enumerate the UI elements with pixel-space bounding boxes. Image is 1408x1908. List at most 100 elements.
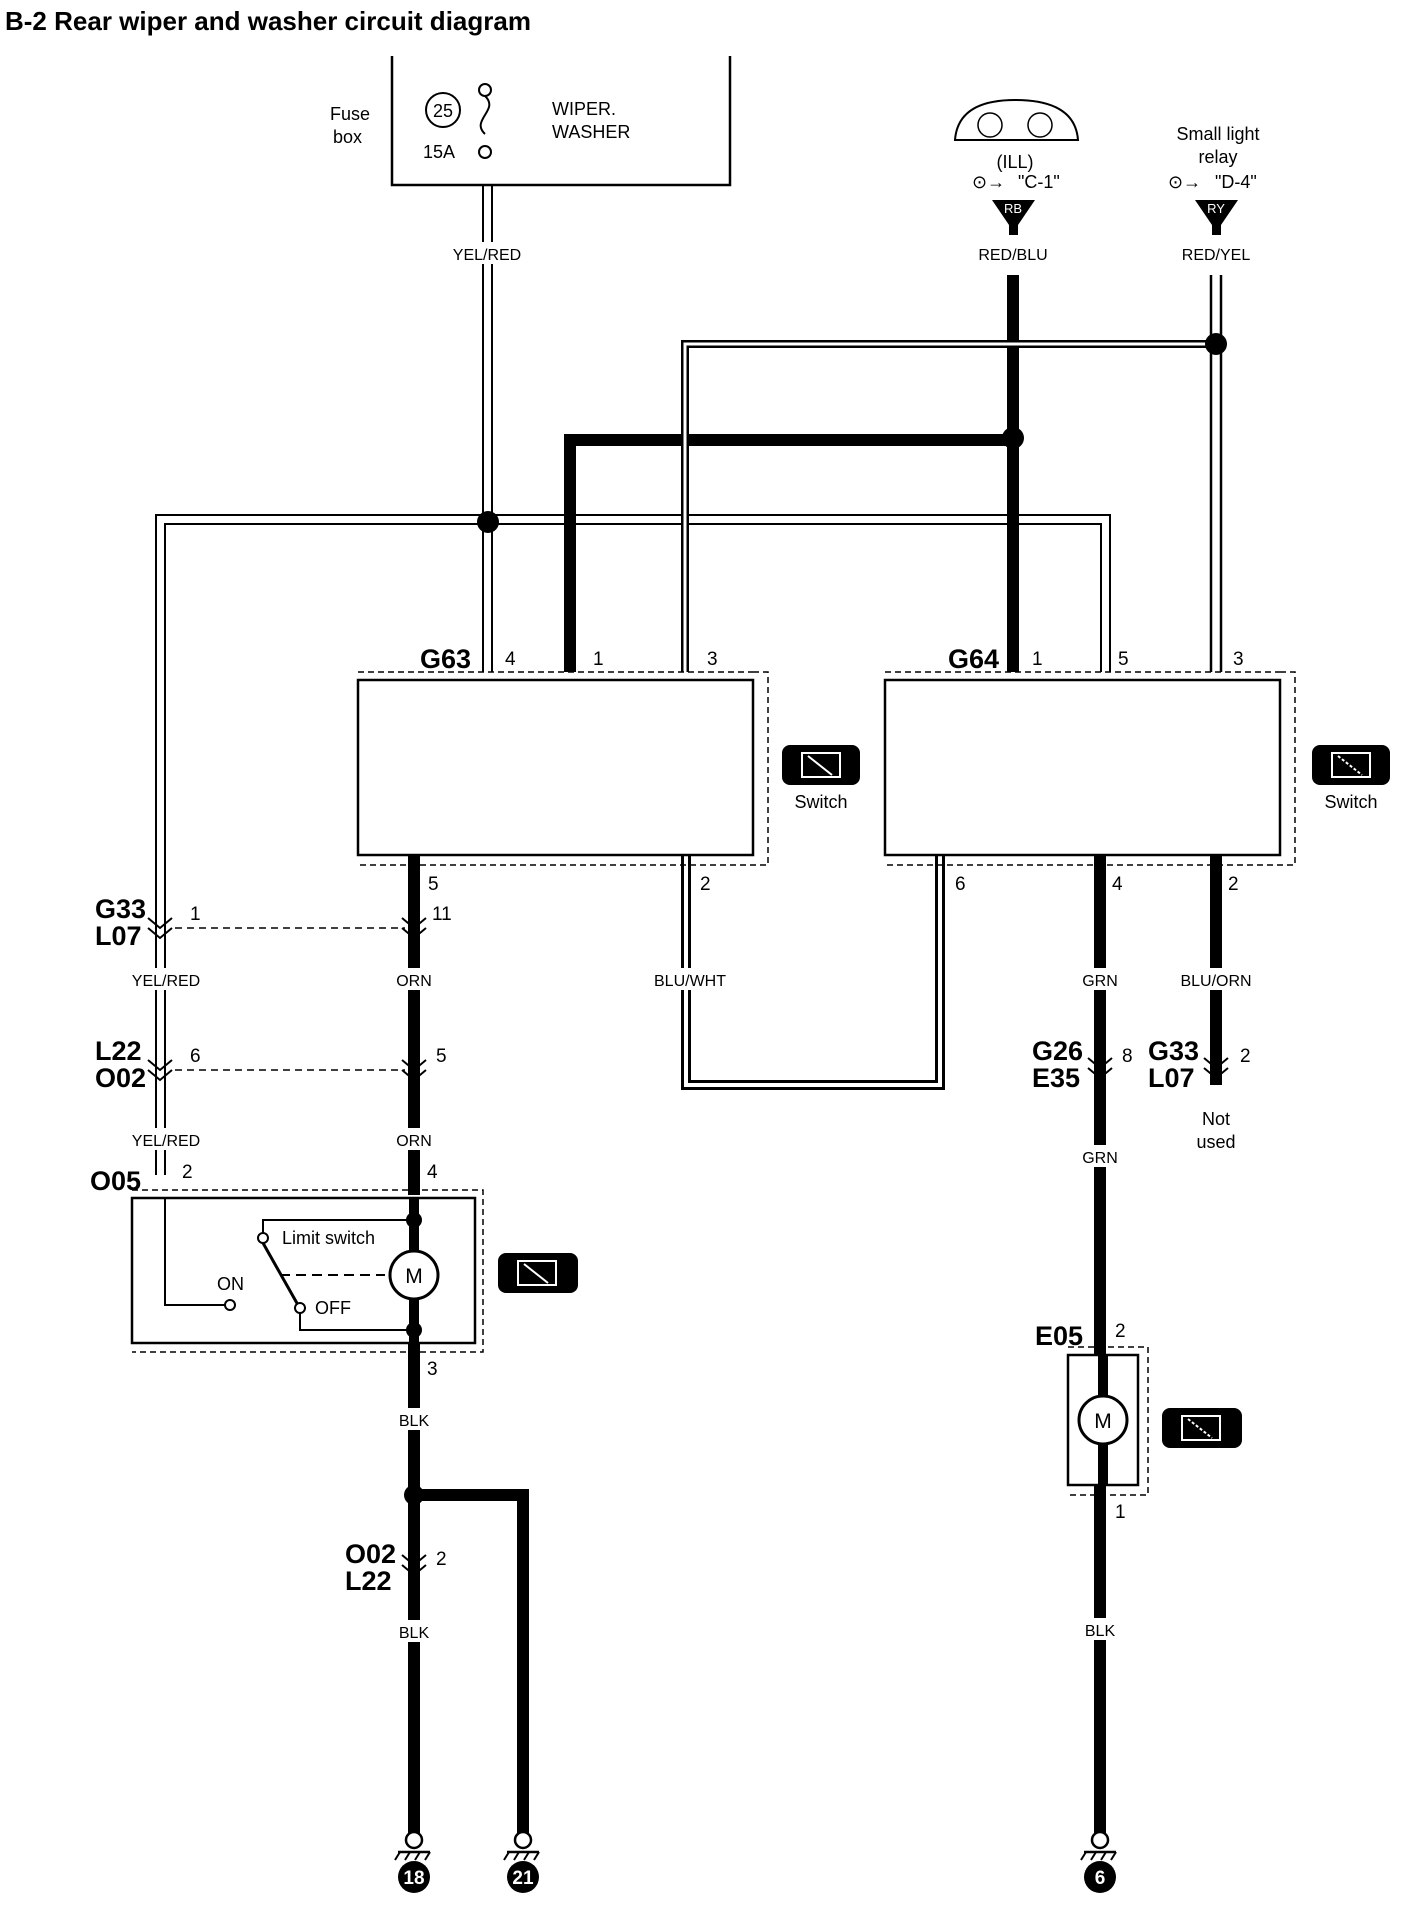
pin: 2 xyxy=(182,1162,193,1183)
ill-connector-icon xyxy=(992,200,1035,235)
inline-connector-links xyxy=(175,927,405,1071)
motor-icon xyxy=(388,1249,440,1301)
ground-18: 18 xyxy=(394,1830,431,1893)
rear-washer-switch-icon xyxy=(1312,745,1390,785)
pin: 2 xyxy=(700,874,711,895)
off-label: OFF xyxy=(315,1298,351,1318)
connector-g26: G26 xyxy=(1032,1036,1083,1066)
wire-label: BLU/ORN xyxy=(1180,973,1251,990)
rear-wiper-switch-icon xyxy=(782,745,860,785)
connector-o05: O05 xyxy=(90,1166,141,1196)
yel-red-wires xyxy=(155,185,1111,1175)
relay-label-1: Small light xyxy=(1176,124,1259,144)
fuse-box: Fuse box 25 15A WIPER. WASHER xyxy=(330,56,732,187)
relay-connector-icon xyxy=(1195,200,1238,235)
junction-dot xyxy=(1002,427,1024,449)
ill-reference: "C-1" xyxy=(1018,172,1060,192)
pin: 5 xyxy=(436,1046,447,1067)
pin: 3 xyxy=(427,1359,438,1380)
fuse-number: 25 xyxy=(433,101,453,121)
combination-meter-icon xyxy=(953,98,1080,141)
washer-switch-g64 xyxy=(883,671,1296,866)
rear-wiper-motor-icon xyxy=(498,1253,578,1293)
pin: 8 xyxy=(1122,1046,1133,1067)
diagram-title: B-2 Rear wiper and washer circuit diagra… xyxy=(5,6,531,36)
wire-label: BLU/WHT xyxy=(654,973,726,990)
pin: 4 xyxy=(505,649,516,670)
combination-meter-source: (ILL) ⊙→ "C-1" RB xyxy=(953,98,1080,235)
pin: 5 xyxy=(1118,649,1129,670)
connector-l07-right: L07 xyxy=(1148,1063,1195,1093)
connector-l22: L22 xyxy=(95,1036,142,1066)
fuse-box-label-2: box xyxy=(333,127,362,147)
connector-g33-left: G33 xyxy=(95,894,146,924)
fuse-element-icon xyxy=(479,95,491,135)
pin: 1 xyxy=(1032,649,1043,670)
pin: 2 xyxy=(436,1549,447,1570)
pin: 3 xyxy=(707,649,718,670)
connector-o02-bottom: O02 xyxy=(345,1539,396,1569)
relay-connector-code: RY xyxy=(1207,201,1225,216)
motor-icon xyxy=(1077,1394,1129,1446)
wire-label: BLK xyxy=(399,1625,430,1642)
rear-washer-motor-e05: M xyxy=(1066,1346,1149,1496)
blk-wires xyxy=(408,1340,1106,1840)
ground-6: 6 xyxy=(1080,1830,1117,1893)
relay-reference: "D-4" xyxy=(1215,172,1257,192)
wire-label: GRN xyxy=(1082,1150,1118,1167)
pin: 3 xyxy=(1233,649,1244,670)
pin: 2 xyxy=(1228,874,1239,895)
relay-label-2: relay xyxy=(1198,147,1237,167)
wire-label: YEL/RED xyxy=(132,1133,200,1150)
pin: 1 xyxy=(190,904,201,925)
wire-labels: YEL/RED RED/BLU RED/YEL YEL/RED YEL/RED … xyxy=(128,242,1259,1642)
fuse-circuit-1: WIPER. xyxy=(552,99,616,119)
connector-g33-right: G33 xyxy=(1148,1036,1199,1066)
connector-e35: E35 xyxy=(1032,1063,1080,1093)
connector-o02-left: O02 xyxy=(95,1063,146,1093)
wire-label: BLK xyxy=(399,1413,430,1430)
junction-dot xyxy=(404,1485,424,1505)
ground-number: 6 xyxy=(1095,1868,1106,1889)
small-light-relay-source: Small light relay ⊙→ "D-4" RY xyxy=(1168,124,1260,235)
switch-label-1: Switch xyxy=(794,792,847,812)
wire-label: RED/YEL xyxy=(1182,247,1251,264)
junction-dot xyxy=(477,511,499,533)
wire-label: RED/BLU xyxy=(978,247,1047,264)
ill-label: (ILL) xyxy=(996,152,1033,172)
switch-label-2: Switch xyxy=(1324,792,1377,812)
pin: 4 xyxy=(427,1162,438,1183)
junction-dot xyxy=(1205,333,1227,355)
pin: 2 xyxy=(1115,1321,1126,1342)
fuse-number-circle xyxy=(425,92,461,128)
red-yel-wire xyxy=(681,275,1223,672)
pin: 1 xyxy=(1115,1502,1126,1523)
fuse-circuit-2: WASHER xyxy=(552,122,630,142)
pin: 11 xyxy=(432,904,452,925)
pin: 6 xyxy=(955,874,966,895)
connector-e05: E05 xyxy=(1035,1321,1083,1351)
wire-label: ORN xyxy=(396,973,432,990)
ground-number: 18 xyxy=(403,1868,424,1889)
ground-21: 21 xyxy=(503,1830,540,1893)
wire-label: YEL/RED xyxy=(132,973,200,990)
on-label: ON xyxy=(217,1274,244,1294)
ground-number: 21 xyxy=(512,1868,534,1889)
ill-connector-code: RB xyxy=(1004,201,1022,216)
connector-l07-left: L07 xyxy=(95,921,142,951)
pin: 2 xyxy=(1240,1046,1251,1067)
rear-washer-motor-icon xyxy=(1162,1408,1242,1448)
wire-label: BLK xyxy=(1085,1623,1116,1640)
ill-reference-arrow-icon: ⊙→ xyxy=(972,172,1005,192)
motor-label: M xyxy=(1094,1410,1112,1433)
not-used-label-2: used xyxy=(1196,1132,1235,1152)
relay-reference-arrow-icon: ⊙→ xyxy=(1168,172,1201,192)
motor-label: M xyxy=(405,1265,423,1288)
pin: 5 xyxy=(428,874,439,895)
limit-switch-label: Limit switch xyxy=(282,1228,375,1248)
inline-connector-marks xyxy=(147,917,1229,1577)
rear-wiper-motor-o05: M xyxy=(130,1189,484,1353)
wire-label: GRN xyxy=(1082,973,1118,990)
connector-g64: G64 xyxy=(948,644,999,674)
